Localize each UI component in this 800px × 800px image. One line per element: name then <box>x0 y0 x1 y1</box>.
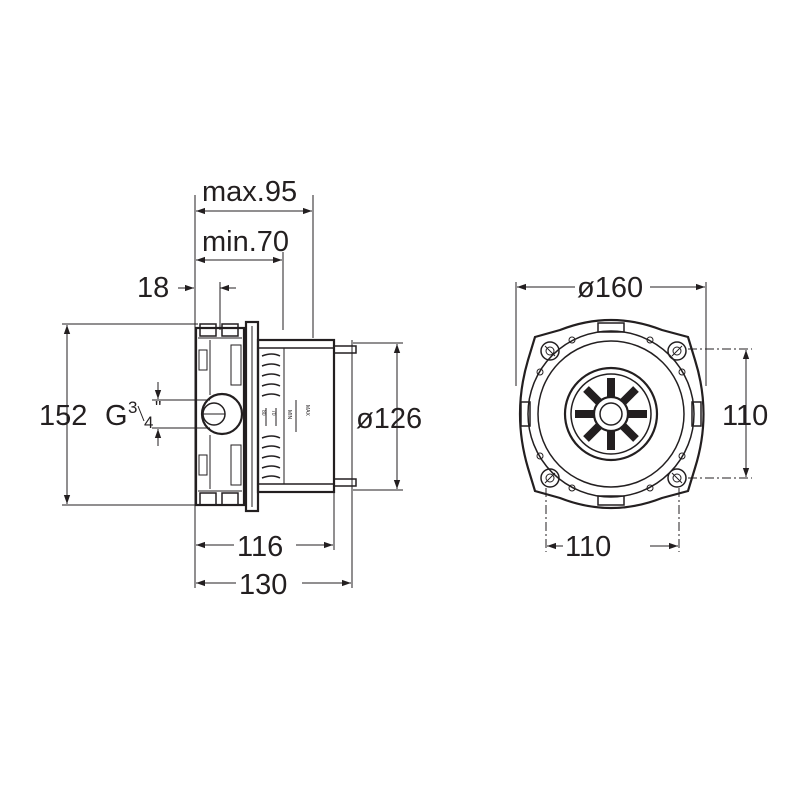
label-diameter-160: ø160 <box>577 272 643 304</box>
screw-hole-bottom-right <box>667 468 687 488</box>
flange-slots <box>520 322 702 506</box>
label-max-95: max.95 <box>202 176 297 208</box>
screw-hole-top-left <box>540 341 560 361</box>
scale-label-80: 80 <box>260 410 266 416</box>
screw-hole-bottom-left <box>540 468 560 488</box>
label-thread-numerator: 3 <box>128 398 137 417</box>
label-diameter-126: ø126 <box>356 403 422 435</box>
scale-label-min: MIN <box>286 410 292 420</box>
housing-ribs <box>261 353 281 479</box>
hub-spokes <box>575 378 647 450</box>
label-thread-g: G <box>105 400 128 432</box>
central-hub <box>563 366 659 462</box>
label-18: 18 <box>137 272 169 304</box>
label-116: 116 <box>237 531 283 563</box>
corner-screw-holes <box>540 341 687 488</box>
screw-hole-top-right <box>667 341 687 361</box>
label-110-horizontal: 110 <box>565 531 611 563</box>
front-dimension-lines <box>515 282 752 552</box>
mounting-flange-front <box>518 318 705 510</box>
scale-label-max: MAX <box>304 405 310 417</box>
front-view: ø160 110 110 <box>515 268 768 563</box>
label-thread-denominator: 4 <box>144 413 153 432</box>
label-thread-inch: " <box>155 398 161 418</box>
label-152-thread: 152 G 3 4 " <box>39 398 161 432</box>
depth-scale: MIN 70 80 MAX <box>260 400 310 432</box>
scale-label-70: 70 <box>270 410 276 416</box>
label-130: 130 <box>239 569 287 601</box>
label-110-vertical: 110 <box>722 400 768 432</box>
label-min-70: min.70 <box>202 226 289 258</box>
label-152: 152 <box>39 400 87 432</box>
valve-body: MIN 70 80 MAX <box>194 320 357 513</box>
side-view: MIN 70 80 MAX max.95 min.70 18 152 G 3 4… <box>39 176 422 601</box>
